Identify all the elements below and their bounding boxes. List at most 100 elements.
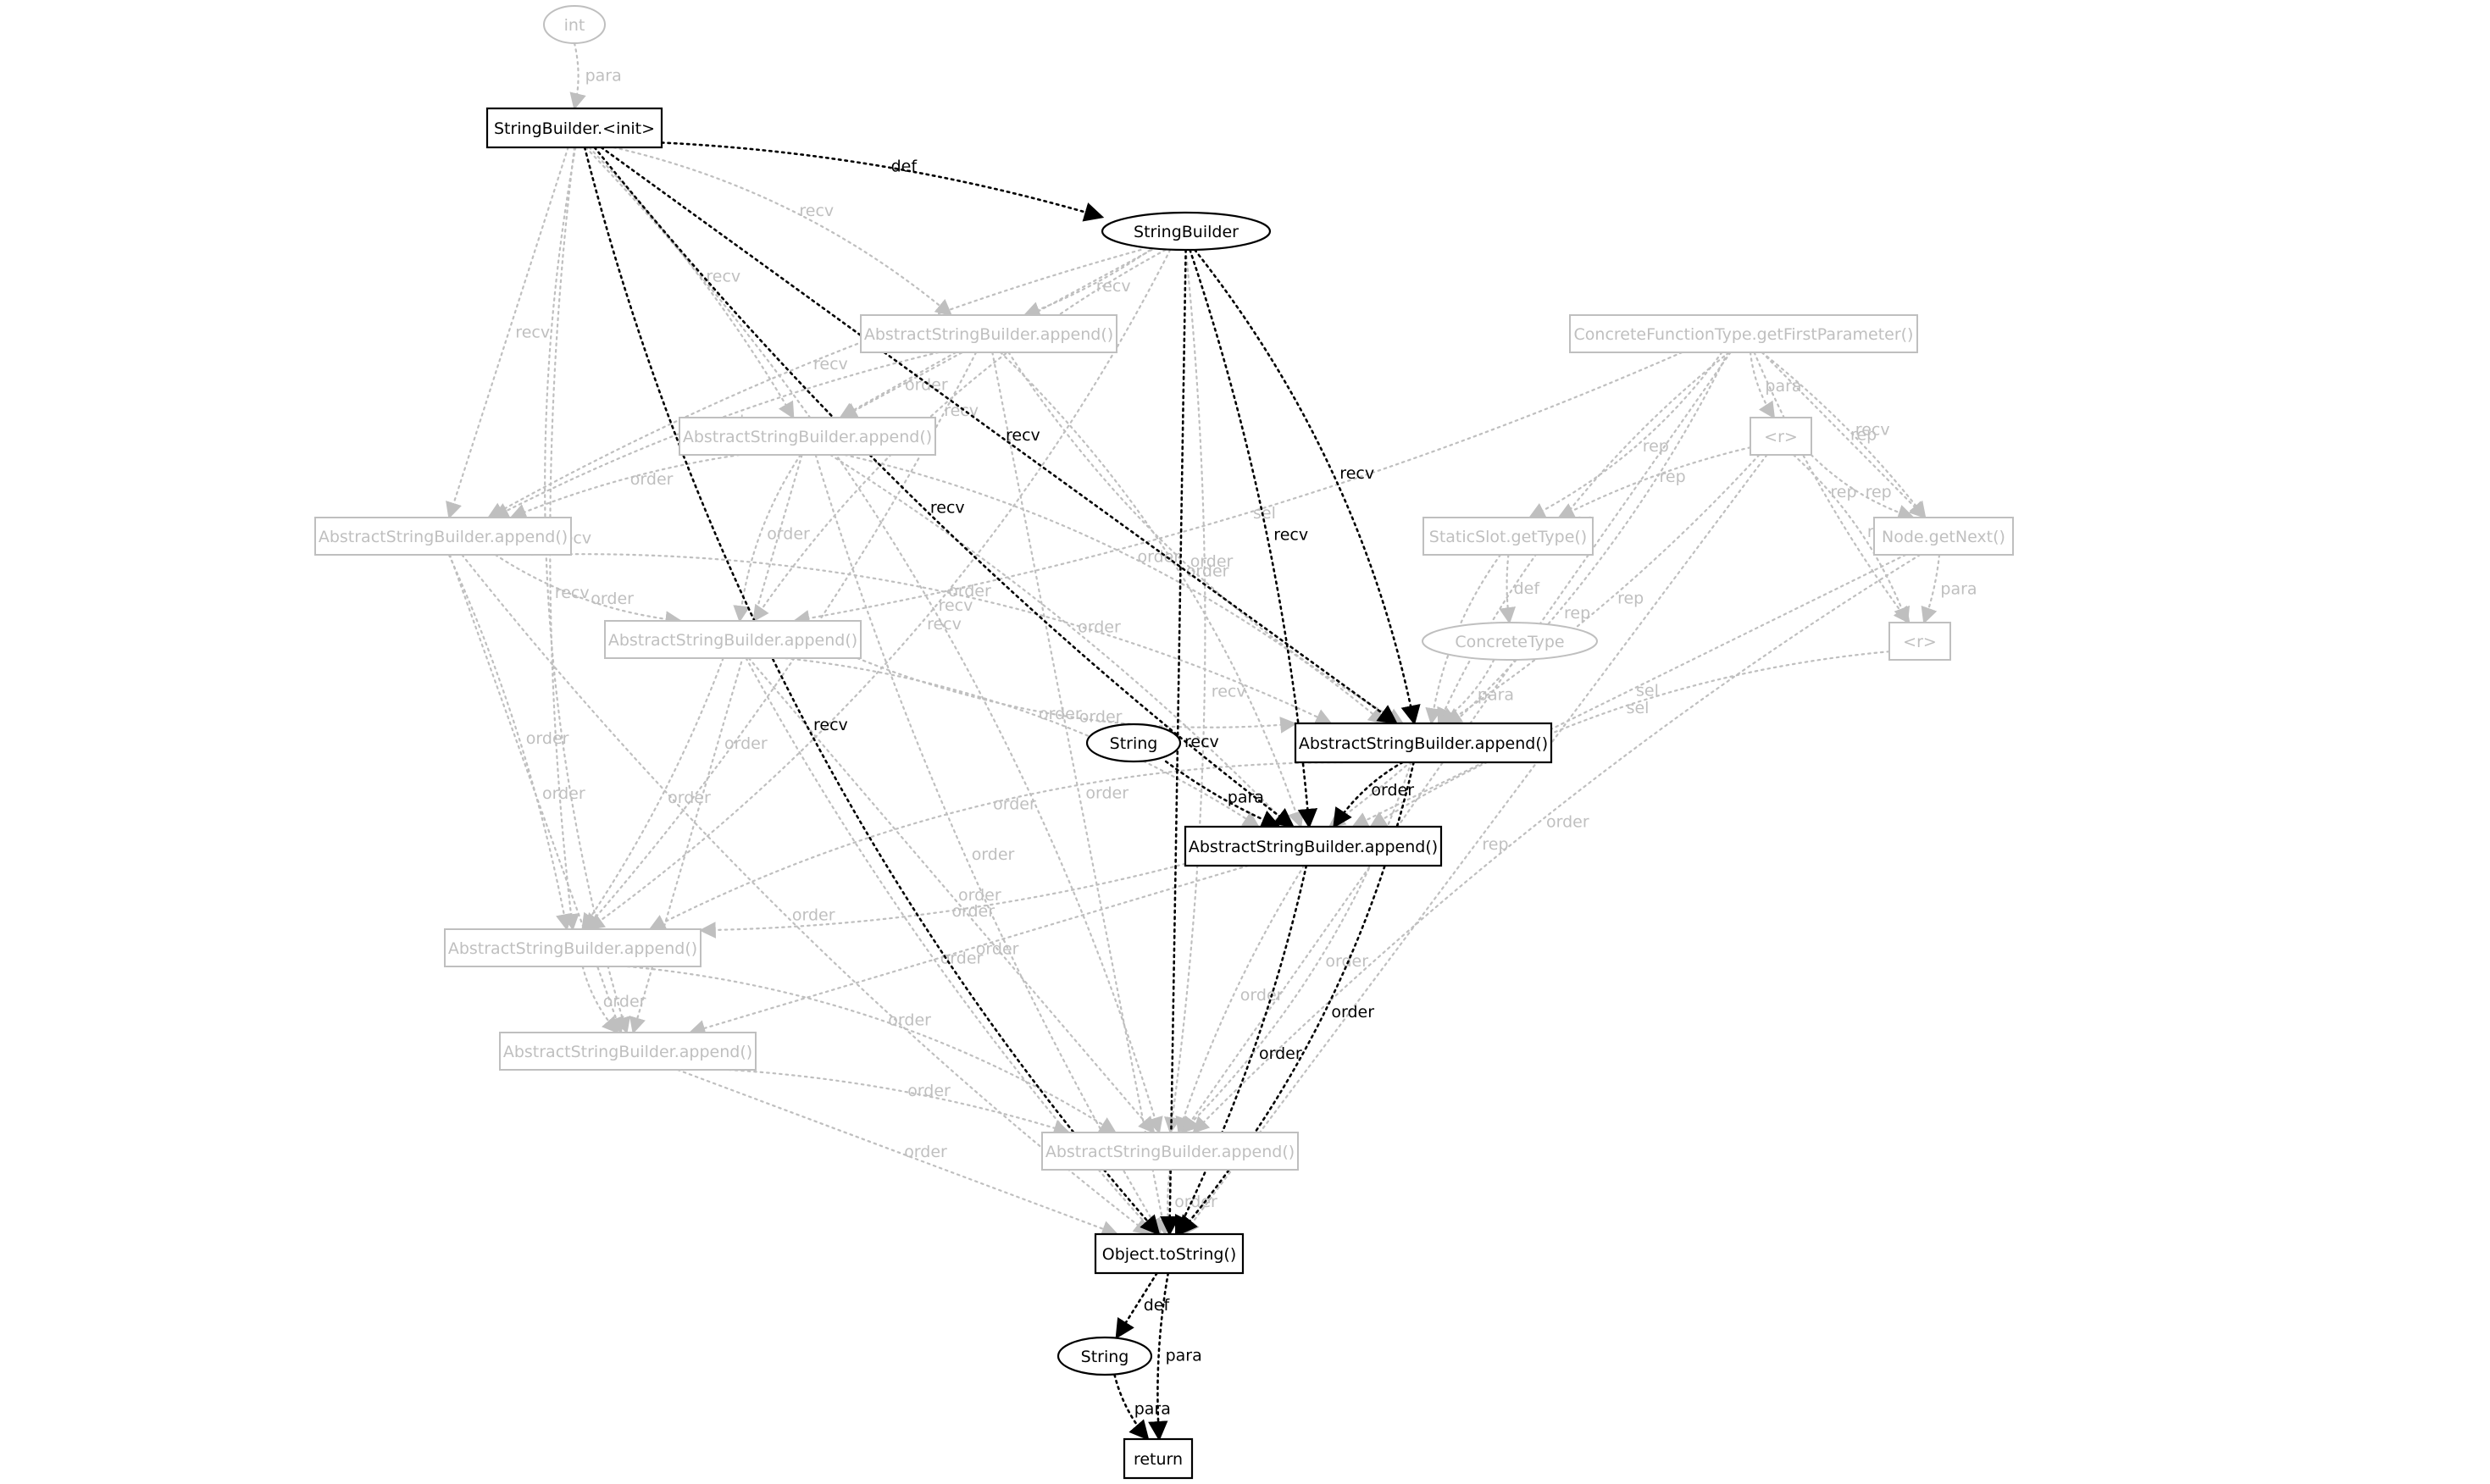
edge-label-order: order: [1039, 705, 1082, 723]
edge-label-recv: recv: [515, 324, 550, 342]
edge-asb8-to-asb9-order: [728, 1068, 1071, 1137]
node-ots[interactable]: Object.toString(): [1094, 1232, 1245, 1275]
edge-label-rep: rep: [1643, 437, 1669, 456]
node-str1[interactable]: String: [1085, 723, 1182, 763]
edge-label-order: order: [1259, 1044, 1302, 1063]
node-cft[interactable]: ConcreteFunctionType.getFirstParameter(): [1569, 314, 1918, 353]
edge-label-sel: sel: [1627, 699, 1650, 717]
edge-label-rep: rep: [1850, 426, 1877, 445]
edge-label-order: order: [1190, 552, 1234, 571]
node-asb1-label: AbstractStringBuilder.append(): [864, 325, 1113, 344]
node-str2[interactable]: String: [1056, 1336, 1153, 1376]
node-asb8-label: AbstractStringBuilder.append(): [503, 1043, 752, 1061]
edge-label-order: order: [958, 886, 1001, 905]
edge-label-recv: recv: [1339, 464, 1374, 483]
edge-asb2-to-asb4-order: [733, 453, 801, 623]
node-asb3[interactable]: AbstractStringBuilder.append(): [314, 517, 572, 556]
edge-label-order: order: [1079, 708, 1123, 727]
node-ssgt[interactable]: StaticSlot.getType(): [1422, 517, 1594, 556]
edge-str2-to-ret-para: [1113, 1373, 1150, 1441]
node-sbinit-box: [485, 107, 663, 149]
edge-sb-to-asb9-recv: [1164, 248, 1206, 1134]
edge-r1-to-r2-rep: [1792, 453, 1910, 624]
edge-label-order: order: [972, 845, 1015, 864]
node-asb7[interactable]: AbstractStringBuilder.append(): [444, 928, 702, 967]
edge-label-recv: recv: [939, 596, 973, 615]
node-ret-box: [1123, 1437, 1194, 1480]
edge-label-order: order: [976, 940, 1019, 959]
edge-label-order: order: [1085, 784, 1129, 803]
edge-label-para: para: [1940, 580, 1977, 599]
edge-asb4-to-asb7-order: [581, 656, 724, 931]
edge-asb2-to-asb6-order: [829, 453, 1290, 828]
node-r2[interactable]: <r>: [1888, 622, 1951, 661]
edge-asb1-to-ots-order: [991, 351, 1171, 1236]
edge-asb7-to-asb9-order: [626, 965, 1117, 1134]
edge-label-rep: rep: [1660, 468, 1686, 486]
node-int1[interactable]: int: [543, 5, 606, 44]
edge-label-order: order: [888, 1011, 931, 1030]
edge-label-rep: rep: [1830, 483, 1856, 501]
edge-sb-to-asb4-recv: [752, 248, 1167, 623]
node-asb8[interactable]: AbstractStringBuilder.append(): [499, 1032, 757, 1071]
node-r2-label: <r>: [1903, 633, 1937, 651]
node-str2-label: String: [1081, 1348, 1129, 1366]
edge-label-order: order: [630, 470, 674, 489]
node-asb7-box: [444, 928, 702, 967]
node-asb9[interactable]: AbstractStringBuilder.append(): [1041, 1132, 1299, 1171]
node-asb9-label: AbstractStringBuilder.append(): [1045, 1143, 1295, 1161]
edge-cft-to-ngn-recv: [1761, 351, 1927, 519]
node-asb3-box: [314, 517, 572, 556]
edge-label-para: para: [1228, 789, 1264, 807]
edge-label-order: order: [951, 902, 995, 921]
edge-label-order: order: [940, 950, 984, 968]
edge-cft-to-asb4-sel: [792, 351, 1683, 627]
edge-label-order: order: [948, 582, 991, 601]
node-r1-box: [1750, 417, 1812, 456]
node-ngn[interactable]: Node.getNext(): [1873, 517, 2014, 556]
edge-sb-to-asb7-recv: [587, 248, 1172, 931]
edge-label-recv: recv: [1273, 525, 1308, 544]
edge-asb2-to-asb5-order: [844, 453, 1386, 725]
edge-ct-to-asb5-para: [1438, 658, 1495, 725]
node-sb[interactable]: StringBuilder: [1101, 211, 1272, 252]
edge-label-para: para: [1134, 1399, 1171, 1418]
edge-label-recv: recv: [1184, 733, 1219, 751]
edge-sb-to-asb5-recv: [1193, 248, 1421, 726]
node-r1[interactable]: <r>: [1750, 417, 1812, 456]
node-int1-ellipse: [543, 5, 606, 44]
node-ret[interactable]: return: [1123, 1437, 1194, 1480]
node-asb2[interactable]: AbstractStringBuilder.append(): [679, 417, 936, 456]
node-r1-label: <r>: [1764, 428, 1798, 446]
node-asb5-box: [1294, 722, 1553, 764]
node-asb1-box: [860, 314, 1117, 353]
node-asb5-label: AbstractStringBuilder.append(): [1299, 734, 1548, 753]
node-cft-label: ConcreteFunctionType.getFirstParameter(): [1574, 325, 1914, 344]
edge-label-order: order: [907, 1082, 951, 1100]
edge-label-recv: recv: [813, 716, 848, 734]
node-asb4[interactable]: AbstractStringBuilder.append(): [604, 620, 862, 659]
node-asb1[interactable]: AbstractStringBuilder.append(): [860, 314, 1117, 353]
edge-asb3-to-ots-order: [461, 553, 1151, 1236]
node-asb5[interactable]: AbstractStringBuilder.append(): [1294, 722, 1553, 764]
edge-asb3-to-asb7-order: [447, 553, 573, 931]
edge-sbinit-to-asb1-recv: [613, 146, 953, 317]
node-asb8-box: [499, 1032, 757, 1071]
edge-r2-to-asb6-sel: [1369, 651, 1891, 828]
edge-cft-to-ngn-rep: [1761, 351, 1927, 519]
edge-r1-to-ssgt-rep: [1557, 446, 1752, 519]
node-asb6-box: [1184, 825, 1443, 867]
edge-label-rep: rep: [1482, 835, 1508, 854]
edge-sbinit-to-asb8-recv: [544, 146, 631, 1034]
node-sbinit[interactable]: StringBuilder.<init>: [485, 107, 663, 149]
node-ssgt-label: StaticSlot.getType(): [1429, 528, 1587, 546]
edge-ots-to-str2-def: [1115, 1271, 1158, 1339]
node-ct[interactable]: ConcreteType: [1422, 622, 1598, 661]
node-int1-label: int: [564, 16, 585, 35]
node-ct-ellipse: [1422, 622, 1598, 661]
edge-label-order: order: [1240, 986, 1284, 1005]
edge-label-order: order: [1078, 617, 1121, 636]
edge-sb-to-asb2-recv: [840, 248, 1153, 419]
node-asb6[interactable]: AbstractStringBuilder.append(): [1184, 825, 1443, 867]
